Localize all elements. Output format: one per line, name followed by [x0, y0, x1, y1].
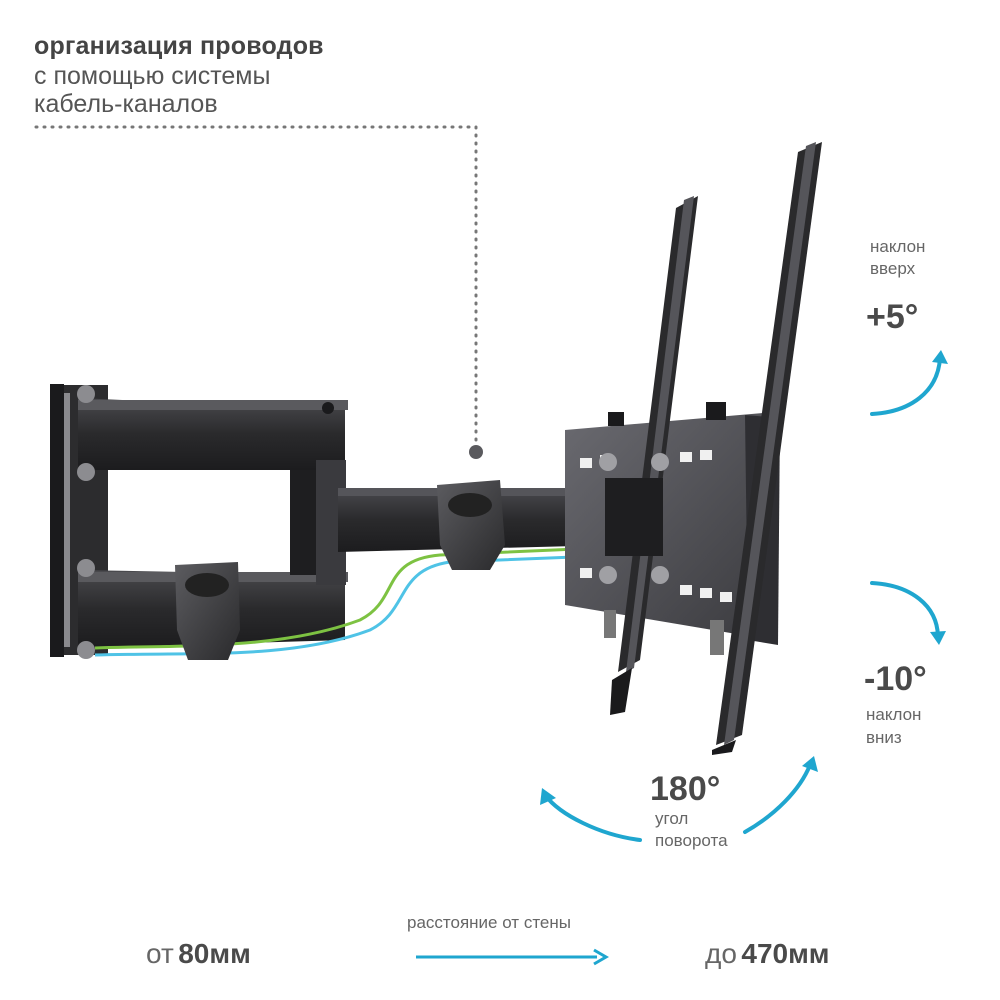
- rotation-label-1: угол: [655, 809, 689, 828]
- leader-line: [34, 125, 478, 450]
- tilt-down-arrow: [870, 581, 940, 640]
- cable-note-line1: организация проводов: [34, 32, 324, 60]
- distance-from-prefix: от: [146, 938, 174, 969]
- cable-clip-upper: [437, 480, 505, 570]
- tv-bracket-right: [712, 142, 822, 755]
- tilt-down-label-1: наклон: [866, 705, 922, 724]
- cable-clip-lower: [175, 562, 240, 660]
- rotation-value: 180°: [650, 770, 721, 808]
- tilt-down-label-2: вниз: [866, 728, 902, 747]
- rotation-arrow-left: [543, 793, 642, 842]
- distance-caption: расстояние от стены: [407, 913, 571, 932]
- distance-to-prefix: до: [705, 938, 737, 969]
- cable-note-line3: кабель-каналов: [34, 90, 218, 118]
- tilt-up-value: +5°: [866, 298, 919, 336]
- tilt-head: [599, 402, 726, 655]
- tilt-down-value: -10°: [864, 660, 927, 698]
- tilt-up-arrow: [870, 356, 942, 416]
- tilt-up-label-2: вверх: [870, 259, 916, 278]
- distance-from-value: 80мм: [178, 938, 251, 969]
- leader-dot: [469, 445, 483, 459]
- tilt-up-label-1: наклон: [870, 237, 926, 256]
- rotation-label-2: поворота: [655, 831, 728, 850]
- distance-to: до 470мм: [705, 938, 830, 970]
- rotation-arrow-right: [743, 763, 812, 834]
- elbow-pivot: [290, 460, 346, 585]
- cable-note-line2: с помощью системы: [34, 62, 271, 90]
- upper-arm: [77, 385, 348, 481]
- cables: [94, 546, 601, 657]
- distance-from: от 80мм: [146, 938, 251, 970]
- distance-to-value: 470мм: [741, 938, 830, 969]
